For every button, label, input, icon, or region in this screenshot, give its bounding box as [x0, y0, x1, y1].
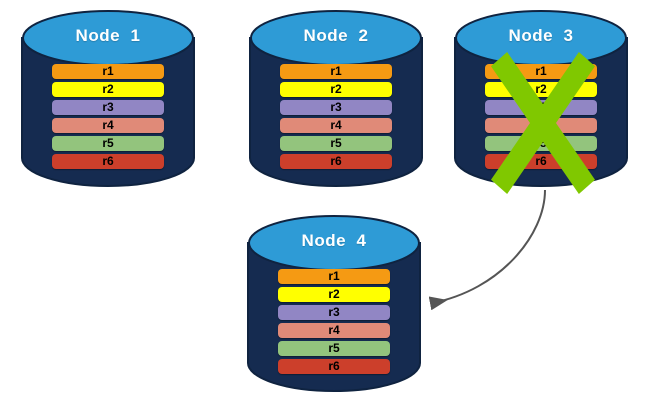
row-r4[interactable]: r4	[485, 118, 597, 133]
row-r3[interactable]: r3	[280, 100, 392, 115]
row-r5[interactable]: r5	[278, 341, 390, 356]
row-r5[interactable]: r5	[52, 136, 164, 151]
cylinder-top-ellipse	[250, 10, 422, 66]
arrow-path	[428, 189, 546, 311]
row-r2[interactable]: r2	[280, 82, 392, 97]
row-r2[interactable]: r2	[278, 287, 390, 302]
row-r6[interactable]: r6	[280, 154, 392, 169]
row-r3[interactable]: r3	[485, 100, 597, 115]
row-r3[interactable]: r3	[278, 305, 390, 320]
row-r4[interactable]: r4	[278, 323, 390, 338]
row-r3[interactable]: r3	[52, 100, 164, 115]
row-r5[interactable]: r5	[485, 136, 597, 151]
cylinder-top-ellipse	[22, 10, 194, 66]
row-r1[interactable]: r1	[278, 269, 390, 284]
row-r1[interactable]: r1	[52, 64, 164, 79]
row-r5[interactable]: r5	[280, 136, 392, 151]
row-r6[interactable]: r6	[278, 359, 390, 374]
cylinder-top-ellipse	[248, 215, 420, 271]
row-r6[interactable]: r6	[52, 154, 164, 169]
row-r6[interactable]: r6	[485, 154, 597, 169]
row-r1[interactable]: r1	[280, 64, 392, 79]
row-r2[interactable]: r2	[485, 82, 597, 97]
cylinder-top-ellipse	[455, 10, 627, 66]
row-r4[interactable]: r4	[52, 118, 164, 133]
row-r1[interactable]: r1	[485, 64, 597, 79]
row-r2[interactable]: r2	[52, 82, 164, 97]
row-r4[interactable]: r4	[280, 118, 392, 133]
